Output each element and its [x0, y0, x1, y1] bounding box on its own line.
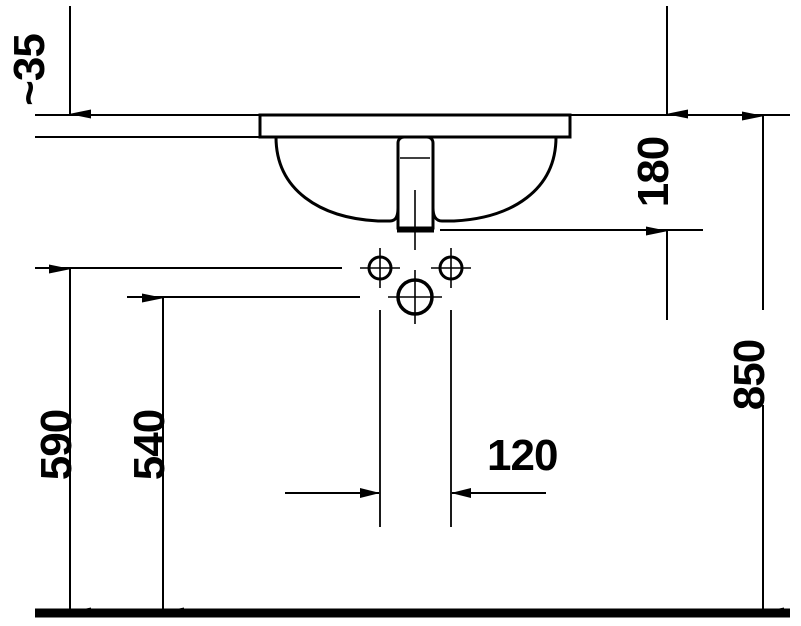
tap-hole-group	[360, 248, 471, 324]
dim-label-120: 120	[487, 431, 557, 480]
dimension-labels-group: ~35 180 850 590 540 120	[5, 34, 774, 481]
basin-rim	[258, 113, 572, 139]
dim-label-tilde-35: ~35	[5, 34, 54, 106]
counter-top-group	[35, 114, 790, 138]
dim-label-850: 850	[725, 340, 774, 410]
dimension-lines-group	[49, 6, 784, 617]
basin-bowl-right-profile	[426, 135, 558, 223]
dim-label-540: 540	[125, 410, 174, 480]
basin-bowl-left-profile	[274, 135, 405, 223]
dim-label-180: 180	[629, 137, 678, 207]
dim-label-590: 590	[32, 410, 81, 480]
basin-group	[258, 113, 572, 250]
extension-lines-group	[35, 229, 703, 527]
